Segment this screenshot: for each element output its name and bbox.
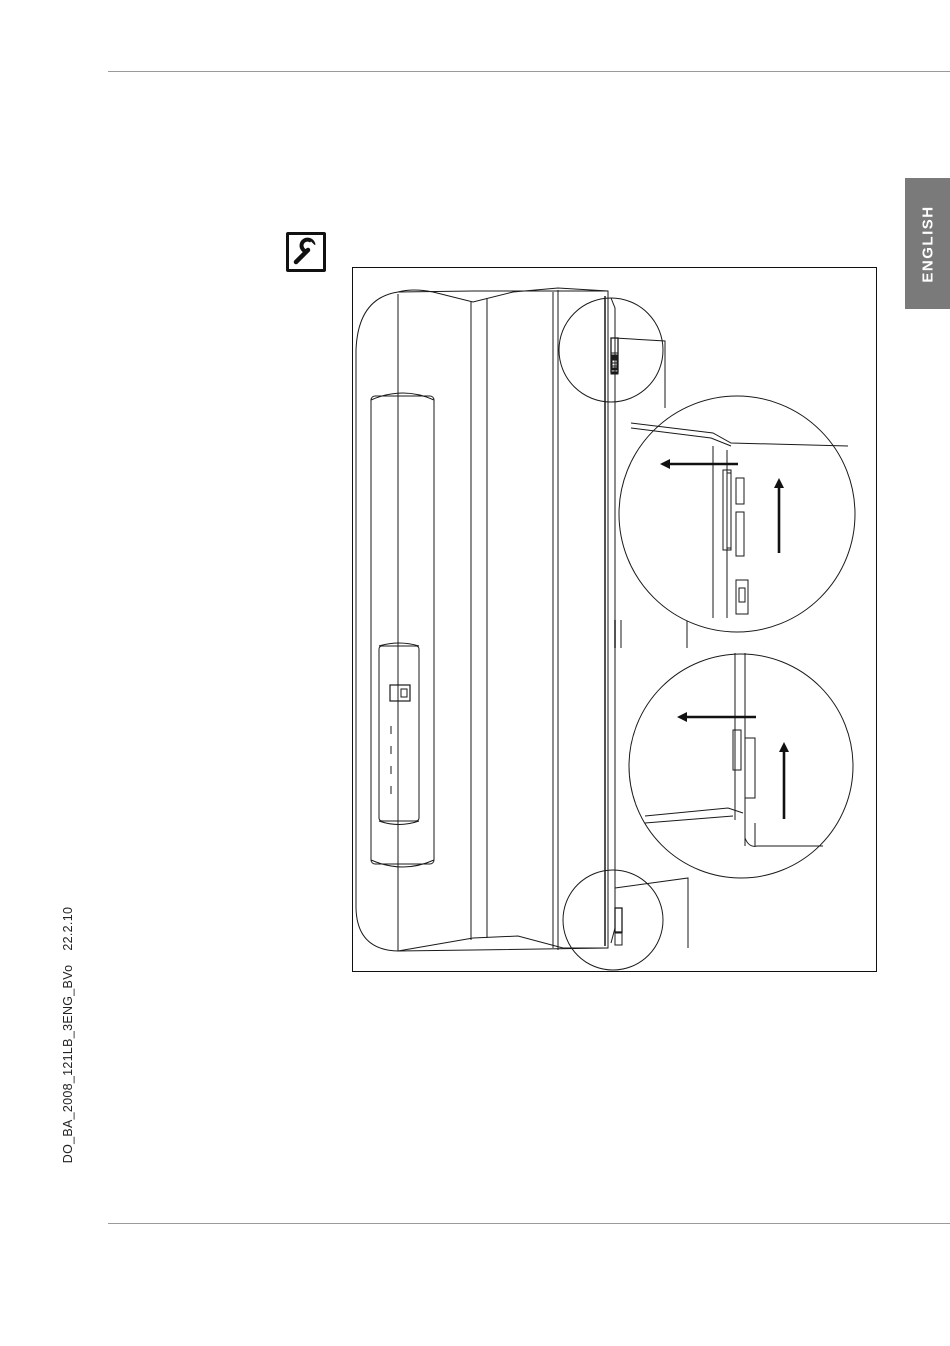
unit-line-drawing	[353, 268, 877, 972]
footer-rule	[108, 1223, 950, 1224]
document-code-text: DO_BA_2008_121LB_3ENG_BVo	[61, 965, 75, 1164]
wrench-icon	[286, 232, 326, 272]
language-tab: ENGLISH	[905, 178, 950, 309]
document-date: 22.2.10	[61, 907, 75, 951]
header-rule	[108, 71, 950, 72]
installation-figure	[352, 267, 877, 972]
language-tab-label: ENGLISH	[919, 205, 936, 282]
document-code: DO_BA_2008_121LB_3ENG_BVo 22.2.10	[61, 907, 75, 1163]
